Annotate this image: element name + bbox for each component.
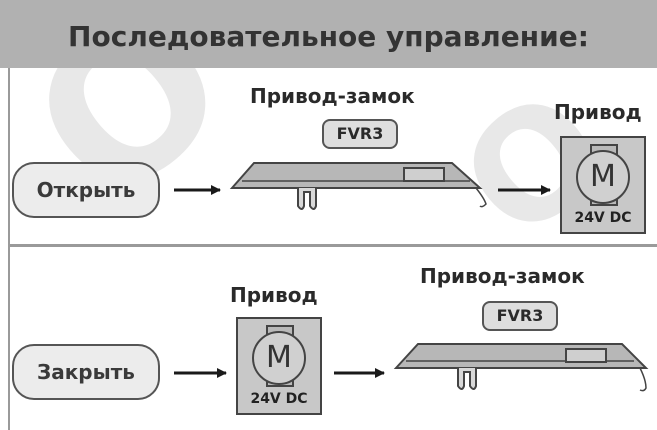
page-title: Последовательное управление:: [68, 20, 589, 53]
drive-title-open: Привод: [554, 100, 642, 124]
voltage-label: 24V DC: [250, 391, 308, 407]
fvr3-tag-open: FVR3: [322, 119, 398, 149]
voltage-label: 24V DC: [574, 210, 632, 226]
motor-symbol: M: [252, 331, 306, 385]
header-bar: Последовательное управление:: [0, 0, 657, 68]
open-button[interactable]: Открыть: [12, 162, 160, 218]
drive-title-close: Привод: [230, 283, 318, 307]
drive-motor-close: M 24V DC: [236, 317, 322, 415]
lock-drive-title-open: Привод-замок: [250, 84, 415, 108]
lock-drive-open: [229, 162, 487, 210]
motor-symbol: M: [576, 150, 630, 204]
lock-drive-title-close: Привод-замок: [420, 264, 585, 288]
lock-drive-close: [393, 343, 649, 392]
row-divider: [8, 244, 657, 247]
fvr3-tag-close: FVR3: [482, 301, 558, 331]
frame-left-border: [8, 68, 10, 430]
drive-motor-open: M 24V DC: [560, 136, 646, 234]
close-button[interactable]: Закрыть: [12, 344, 160, 400]
